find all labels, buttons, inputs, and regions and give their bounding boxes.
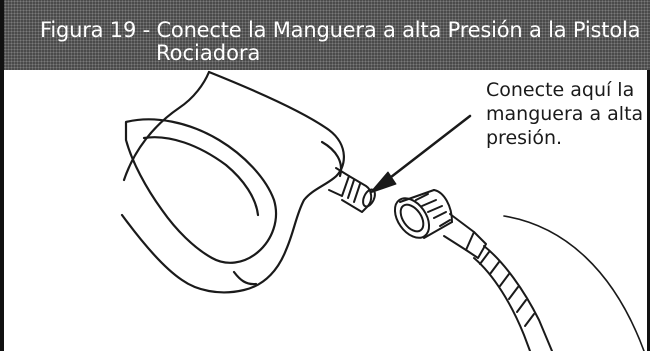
callout-text: Conecte aquí la manguera a alta presión.: [486, 79, 644, 149]
spray-gun-illustration: [120, 70, 645, 351]
figure-title-line-2: Rociadora: [156, 41, 261, 65]
hose-coupling: [393, 189, 487, 259]
figure-title-line-1: Figura 19 - Conecte la Manguera a alta P…: [40, 18, 641, 42]
figure-title-bar: Figura 19 - Conecte la Manguera a alta P…: [4, 0, 650, 70]
arrow-indicator: [369, 114, 472, 194]
spray-gun-handle: [120, 70, 345, 294]
gun-inlet-fitting: [328, 167, 376, 213]
high-pressure-hose: [473, 215, 645, 351]
